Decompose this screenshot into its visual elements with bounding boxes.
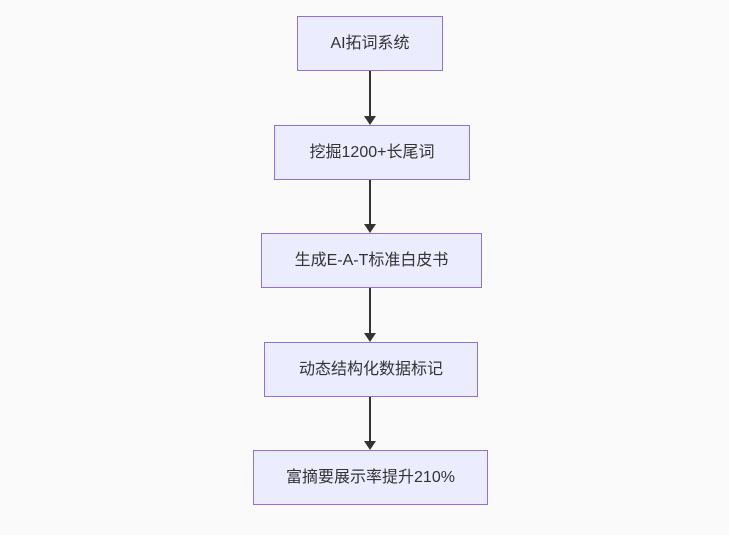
flow-node-ai-word-expansion-system: AI拓词系统 — [297, 16, 443, 71]
flow-node-generate-eat-whitepaper: 生成E-A-T标准白皮书 — [261, 233, 482, 288]
flow-node-mine-longtail-keywords: 挖掘1200+长尾词 — [274, 125, 470, 180]
arrow-down-2 — [369, 180, 371, 224]
arrow-down-3 — [369, 288, 371, 333]
arrow-down-4 — [369, 397, 371, 441]
arrow-down-1 — [369, 71, 371, 116]
flow-node-dynamic-structured-data-markup: 动态结构化数据标记 — [264, 342, 478, 397]
flow-node-rich-snippet-rate-increase: 富摘要展示率提升210% — [253, 450, 488, 505]
